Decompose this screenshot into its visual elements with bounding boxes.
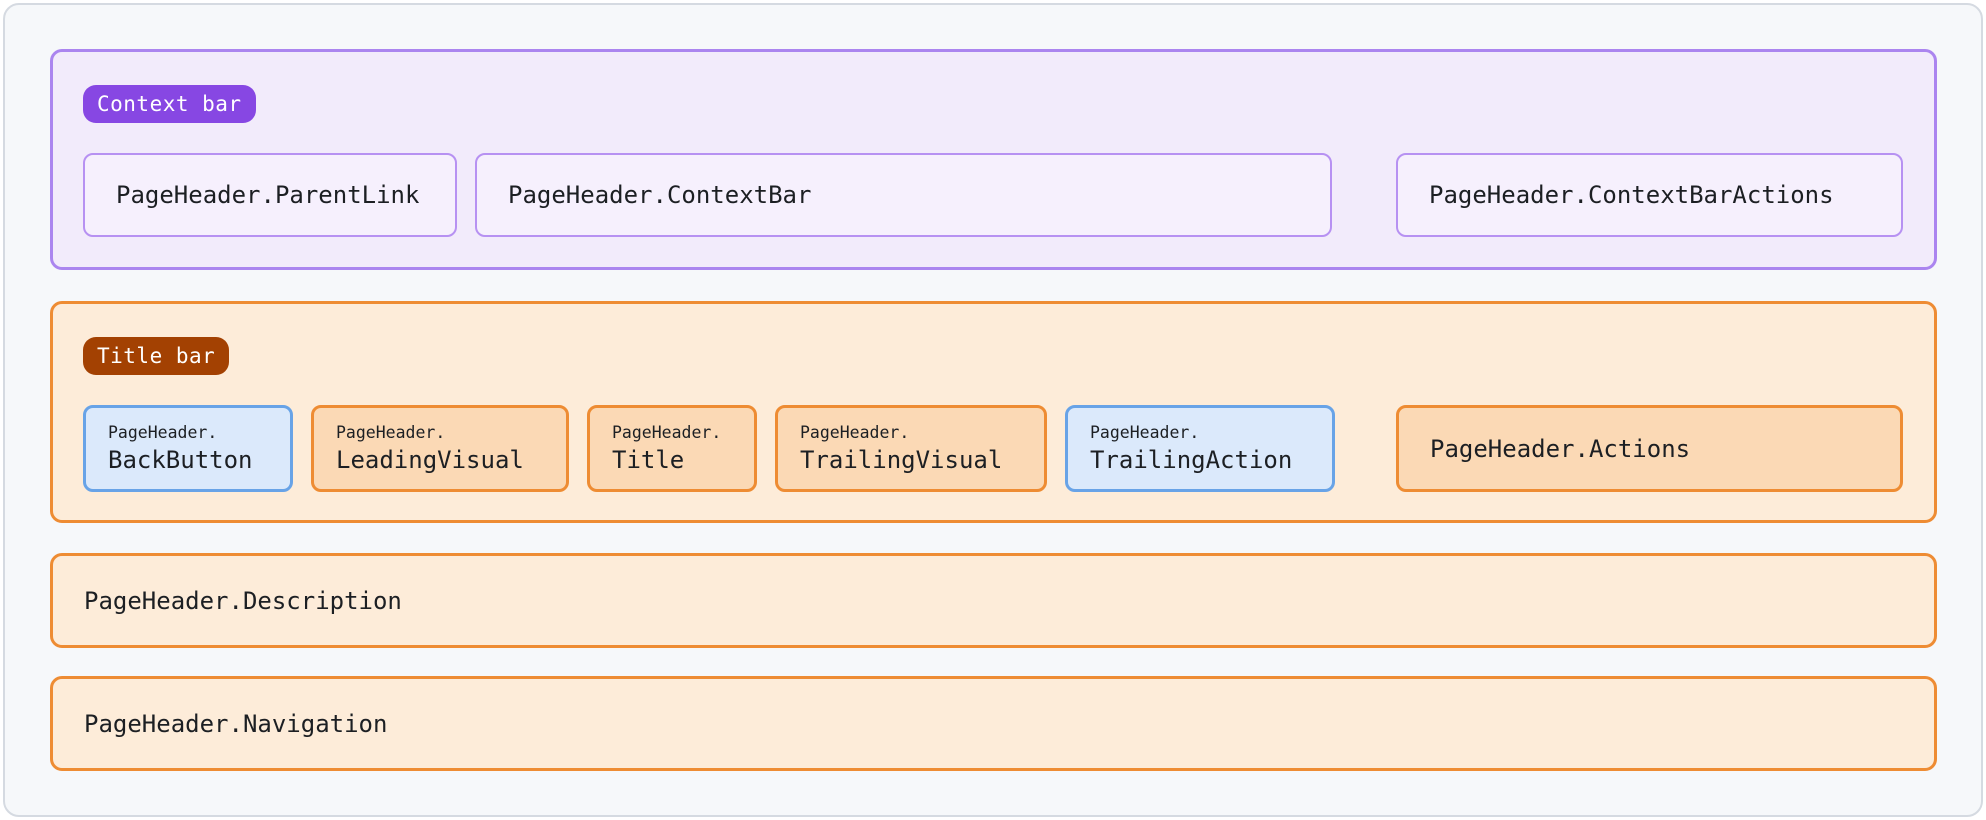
trailing-action-box: PageHeader. TrailingAction bbox=[1065, 405, 1335, 492]
title-bar-badge: Title bar bbox=[83, 337, 230, 375]
context-bar-actions-label: PageHeader.ContextBarActions bbox=[1429, 181, 1834, 209]
context-bar-badge: Context bar bbox=[83, 85, 256, 123]
navigation-box: PageHeader.Navigation bbox=[50, 676, 1937, 771]
back-button-prefix: PageHeader. bbox=[108, 422, 218, 442]
title-prefix: PageHeader. bbox=[612, 422, 722, 442]
title-bar-section: Title bar PageHeader. BackButton PageHea… bbox=[50, 301, 1937, 523]
trailing-visual-label: TrailingVisual bbox=[800, 445, 1003, 474]
title-label: Title bbox=[612, 445, 685, 474]
leading-visual-prefix: PageHeader. bbox=[336, 422, 446, 442]
description-label: PageHeader.Description bbox=[84, 586, 402, 615]
context-bar-row: PageHeader.ParentLink PageHeader.Context… bbox=[83, 153, 1903, 237]
leading-visual-box: PageHeader. LeadingVisual bbox=[311, 405, 569, 492]
context-bar-badge-label: Context bar bbox=[97, 92, 242, 116]
description-box: PageHeader.Description bbox=[50, 553, 1937, 648]
actions-label: PageHeader.Actions bbox=[1430, 434, 1691, 463]
parent-link-label: PageHeader.ParentLink bbox=[116, 181, 420, 209]
trailing-visual-box: PageHeader. TrailingVisual bbox=[775, 405, 1047, 492]
trailing-action-label: TrailingAction bbox=[1090, 445, 1293, 474]
back-button-box: PageHeader. BackButton bbox=[83, 405, 293, 492]
actions-box: PageHeader.Actions bbox=[1396, 405, 1903, 492]
pageheader-anatomy-diagram: Context bar PageHeader.ParentLink PageHe… bbox=[3, 3, 1983, 817]
context-bar-actions-box: PageHeader.ContextBarActions bbox=[1396, 153, 1903, 237]
trailing-visual-prefix: PageHeader. bbox=[800, 422, 910, 442]
back-button-label: BackButton bbox=[108, 445, 253, 474]
navigation-label: PageHeader.Navigation bbox=[84, 709, 388, 738]
title-bar-badge-label: Title bar bbox=[97, 344, 216, 368]
context-bar-label: PageHeader.ContextBar bbox=[508, 181, 812, 209]
title-bar-row: PageHeader. BackButton PageHeader. Leadi… bbox=[83, 405, 1903, 492]
context-bar-box: PageHeader.ContextBar bbox=[475, 153, 1332, 237]
parent-link-box: PageHeader.ParentLink bbox=[83, 153, 457, 237]
context-bar-section: Context bar PageHeader.ParentLink PageHe… bbox=[50, 49, 1937, 270]
leading-visual-label: LeadingVisual bbox=[336, 445, 524, 474]
title-box: PageHeader. Title bbox=[587, 405, 757, 492]
trailing-action-prefix: PageHeader. bbox=[1090, 422, 1200, 442]
